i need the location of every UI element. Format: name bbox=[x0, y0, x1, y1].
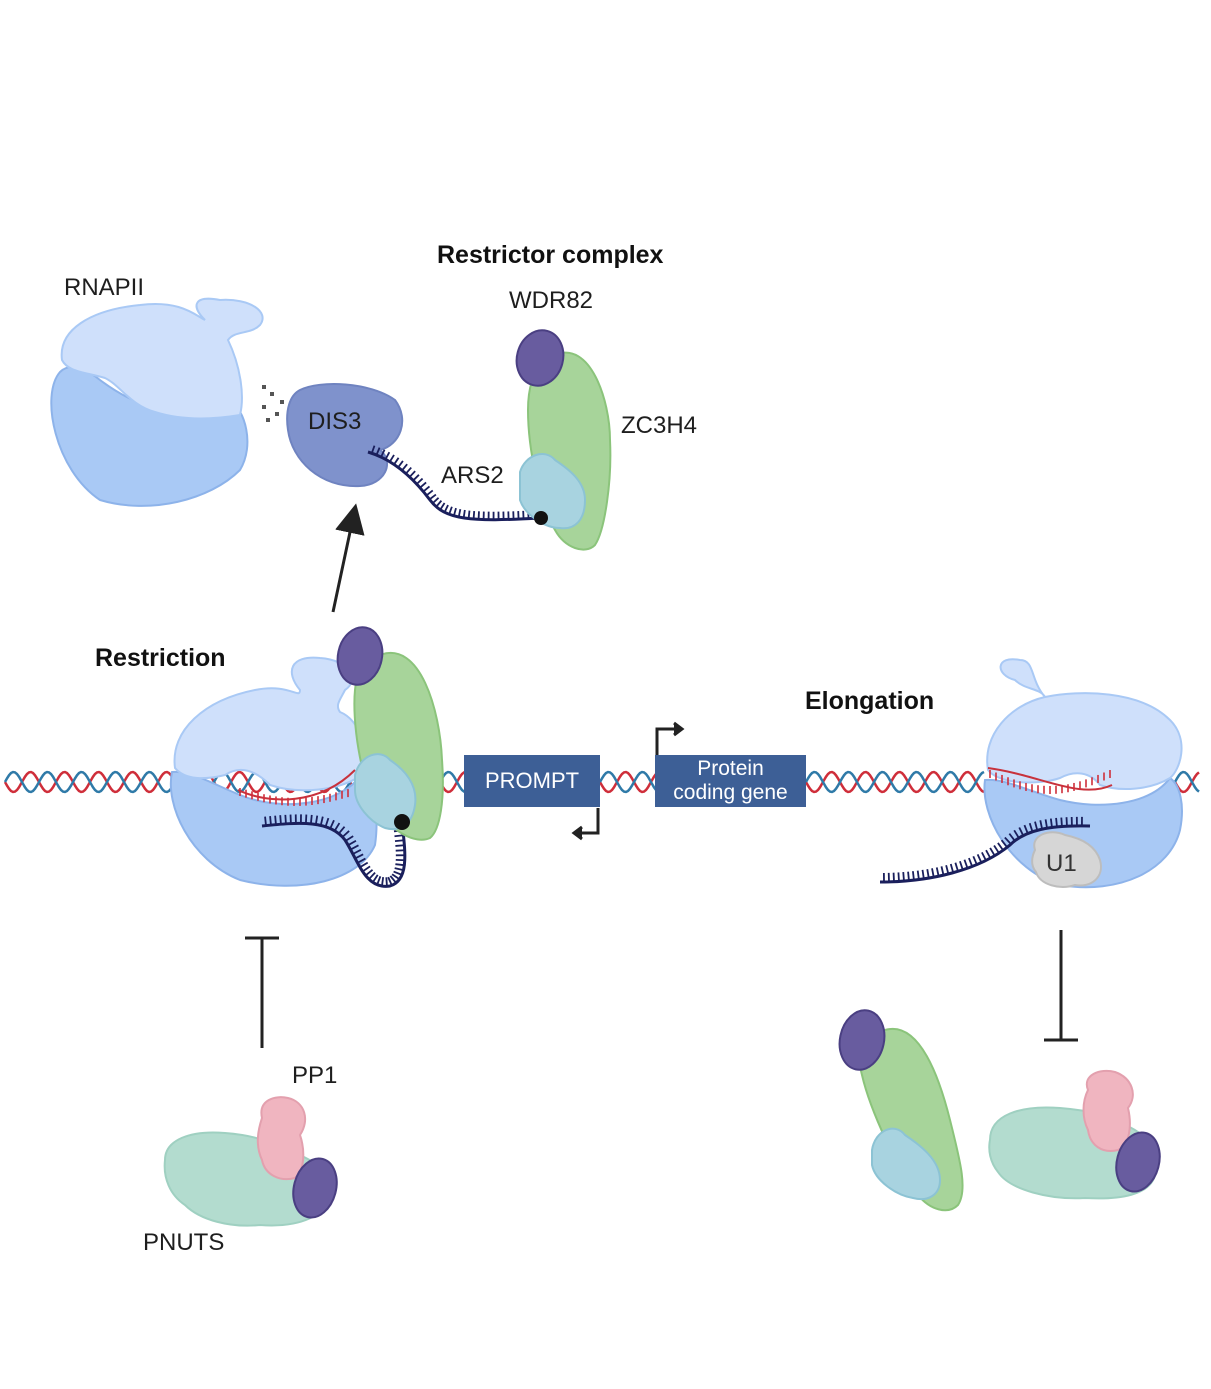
restrictor-complex-restriction bbox=[336, 626, 444, 841]
inhibition-left bbox=[245, 936, 279, 1048]
rnapii-free-upper-lobe bbox=[60, 297, 264, 420]
wdr82-protein bbox=[515, 329, 565, 387]
rna-strand-top bbox=[367, 445, 541, 522]
u1-label: U1 bbox=[1046, 850, 1077, 877]
rna-cap-top bbox=[534, 511, 548, 525]
rna-strand-restriction bbox=[261, 814, 407, 888]
pnuts-label: PNUTS bbox=[143, 1229, 225, 1256]
inhibition-right bbox=[1044, 930, 1078, 1042]
pnuts-pp1-complex-right bbox=[988, 1070, 1161, 1200]
dis3-protein bbox=[286, 383, 404, 488]
protein-coding-gene-box: Protein coding gene bbox=[655, 755, 806, 807]
prompt-tss-arrow bbox=[571, 808, 600, 841]
u1-snrnp bbox=[1031, 831, 1102, 888]
wdr82-label: WDR82 bbox=[509, 287, 594, 314]
rnapii-free bbox=[50, 297, 264, 507]
elongation-label: Elongation bbox=[805, 687, 935, 715]
protein-tss-arrow bbox=[655, 721, 685, 755]
pnuts-pp1-complex-left bbox=[163, 1096, 338, 1227]
zc3h4-label: ZC3H4 bbox=[621, 412, 698, 439]
restriction-label: Restriction bbox=[95, 644, 226, 672]
pp1-label: PP1 bbox=[292, 1062, 338, 1089]
rnapii-label: RNAPII bbox=[64, 274, 145, 301]
rna-strand-elongation bbox=[879, 816, 1091, 884]
restrictor-complex-top bbox=[515, 329, 612, 551]
arrow-up bbox=[331, 503, 365, 613]
protein-coding-label-line1: Protein bbox=[697, 756, 764, 780]
restrictor-complex-title: Restrictor complex bbox=[437, 241, 664, 269]
protein-coding-label-line2: coding gene bbox=[673, 781, 788, 804]
ars2-label: ARS2 bbox=[441, 462, 504, 489]
restrictor-complex-released bbox=[838, 1009, 964, 1212]
prompt-label: PROMPT bbox=[484, 768, 580, 793]
rnapii-free-lower-lobe bbox=[50, 365, 249, 507]
rnapii-restriction bbox=[169, 656, 378, 887]
degradation-fragments bbox=[262, 385, 284, 422]
dis3-label: DIS3 bbox=[308, 408, 362, 435]
prompt-gene-box: PROMPT bbox=[464, 755, 600, 807]
